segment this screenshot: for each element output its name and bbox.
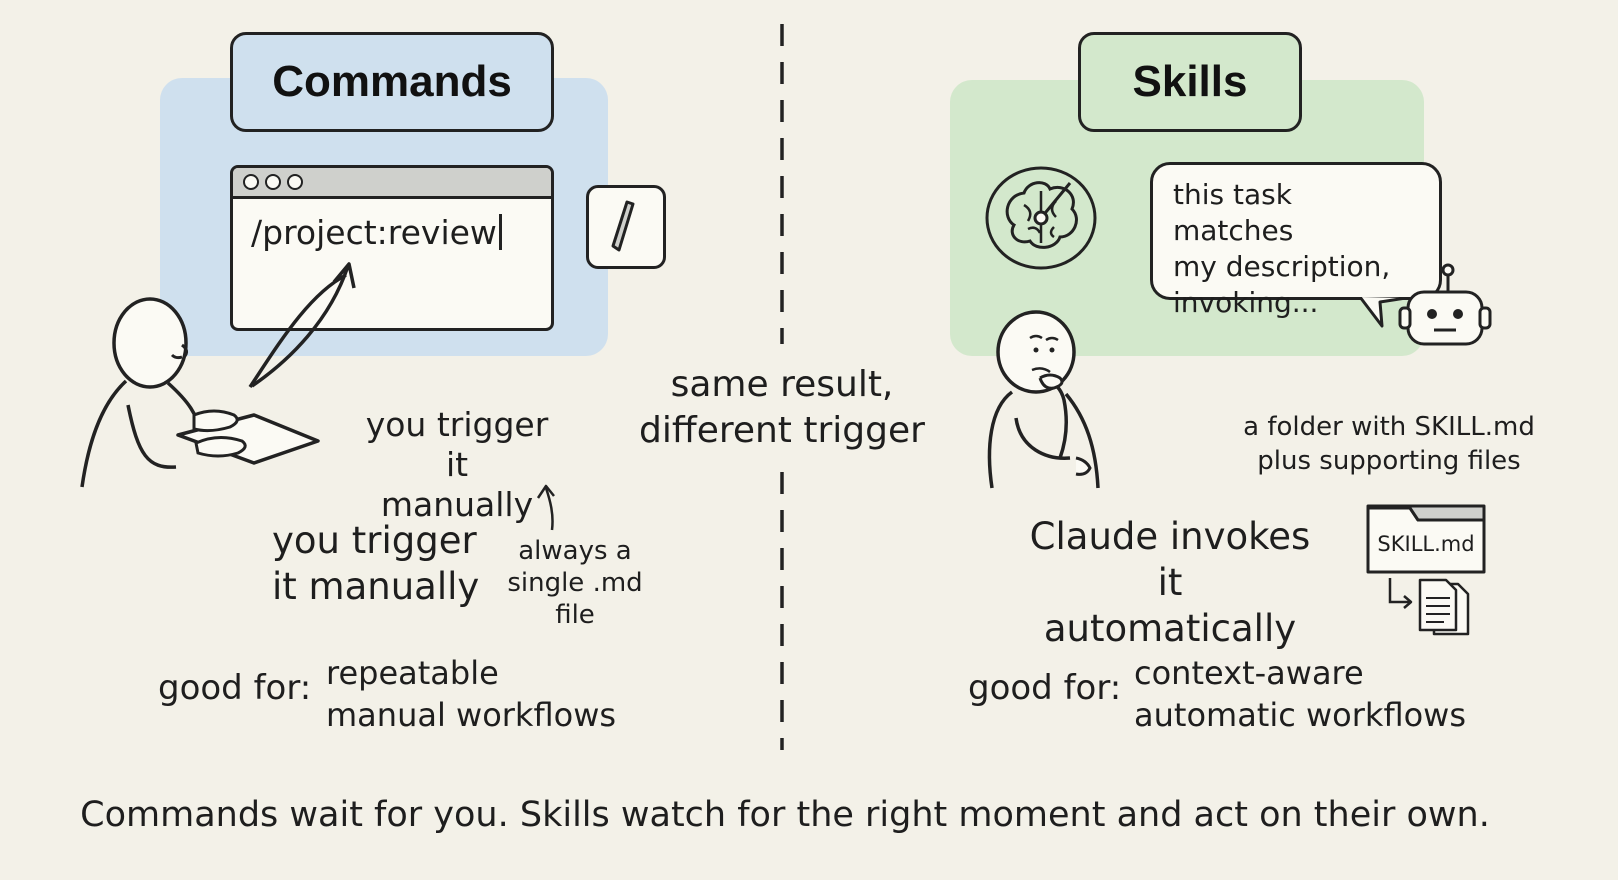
- file-note: always a single .md file: [507, 536, 643, 630]
- brain-icon: [985, 166, 1097, 270]
- speech-bubble: this task matches my description, invoki…: [1150, 162, 1442, 319]
- commands-good-for-value: repeatable manual workflows: [326, 654, 617, 734]
- commands-good-for-label: good for:: [158, 668, 312, 708]
- command-text: /project:review: [251, 213, 497, 252]
- bubble-text: this task matches my description, invoki…: [1173, 178, 1391, 319]
- typing-person-icon: [80, 273, 347, 488]
- arrow-to-command: [251, 262, 356, 388]
- center-label: same result, different trigger: [639, 364, 925, 451]
- skills-good-for-label: good for:: [968, 668, 1122, 708]
- robot-icon: [1398, 263, 1492, 346]
- center-divider: [780, 24, 784, 750]
- thinking-person-icon: [987, 310, 1100, 489]
- slash-key-icon: [586, 185, 666, 269]
- skills-title: Skills: [1078, 32, 1302, 132]
- skills-good-for-value: context-aware automatic workflows: [1134, 654, 1467, 734]
- folder-icon: [1366, 504, 1486, 574]
- folder-label: SKILL.md: [1377, 532, 1475, 556]
- terminal-window-icon: /project:review: [230, 165, 554, 331]
- bubble-tail: [1358, 293, 1408, 328]
- commands-title: Commands: [230, 32, 554, 132]
- document-icon: [1388, 578, 1470, 636]
- invoke-label: Claude invokes it automatically: [1029, 515, 1311, 650]
- footer-caption: Commands wait for you. Skills watch for …: [80, 795, 1490, 835]
- trigger-label-bold: you trigger it manually: [272, 519, 480, 608]
- folder-note: a folder with SKILL.md plus supporting f…: [1243, 412, 1535, 476]
- note-arrow: [536, 484, 555, 531]
- trigger-label: you trigger it manually: [365, 405, 549, 524]
